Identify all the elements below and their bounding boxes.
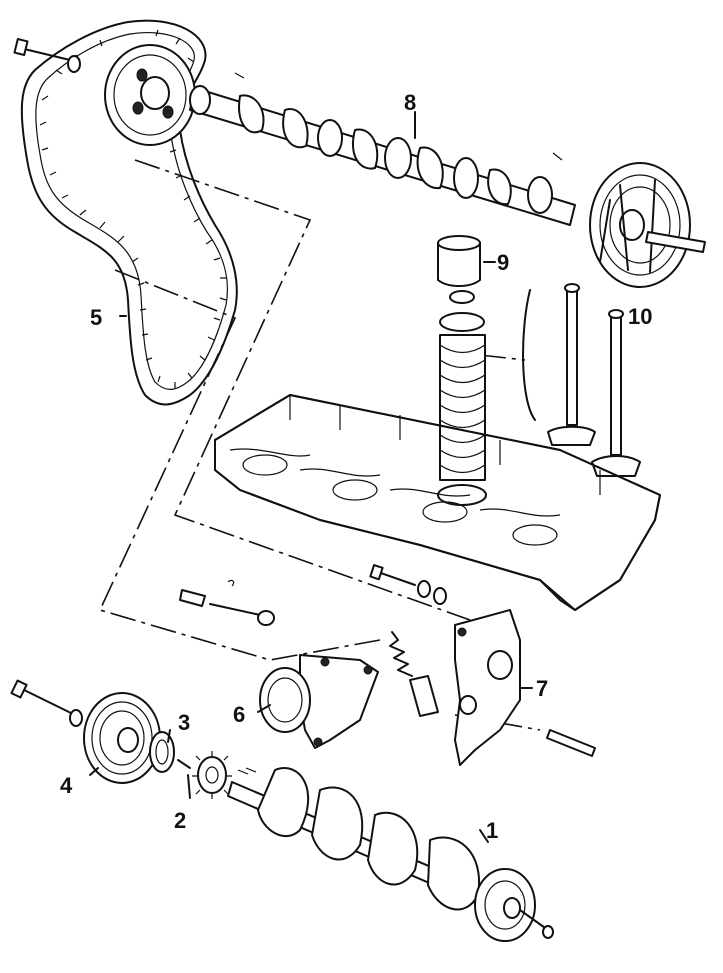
crankshaft-key bbox=[149, 731, 191, 773]
callout-2: 2 bbox=[174, 808, 186, 833]
valves bbox=[522, 283, 641, 477]
crankshaft-sprocket bbox=[192, 751, 257, 799]
cylinder-head bbox=[214, 394, 661, 611]
bracket-bolt bbox=[369, 564, 447, 605]
camshaft bbox=[189, 72, 576, 226]
camshaft-sprocket bbox=[104, 44, 196, 146]
callout-7: 7 bbox=[536, 676, 548, 701]
callout-leaders bbox=[89, 315, 271, 799]
callout-6: 6 bbox=[233, 702, 245, 727]
crankshaft-pulley bbox=[10, 679, 161, 784]
callout-1: 1 bbox=[486, 818, 498, 843]
valve-tappet bbox=[437, 235, 496, 287]
valve-spring-stack bbox=[437, 290, 487, 506]
water-pump-bracket bbox=[454, 609, 596, 766]
sprocket-bolt bbox=[13, 37, 81, 73]
callout-4: 4 bbox=[60, 773, 73, 798]
callout-9: 9 bbox=[497, 250, 509, 275]
tensioner-stud bbox=[179, 579, 275, 626]
camshaft-pulley bbox=[589, 162, 706, 288]
callout-10: 10 bbox=[628, 304, 652, 329]
crankshaft bbox=[227, 767, 554, 942]
callout-8: 8 bbox=[404, 90, 416, 115]
callout-3: 3 bbox=[178, 710, 190, 735]
tensioner bbox=[259, 654, 379, 749]
tensioner-spring bbox=[389, 631, 439, 717]
callout-5: 5 bbox=[90, 305, 102, 330]
